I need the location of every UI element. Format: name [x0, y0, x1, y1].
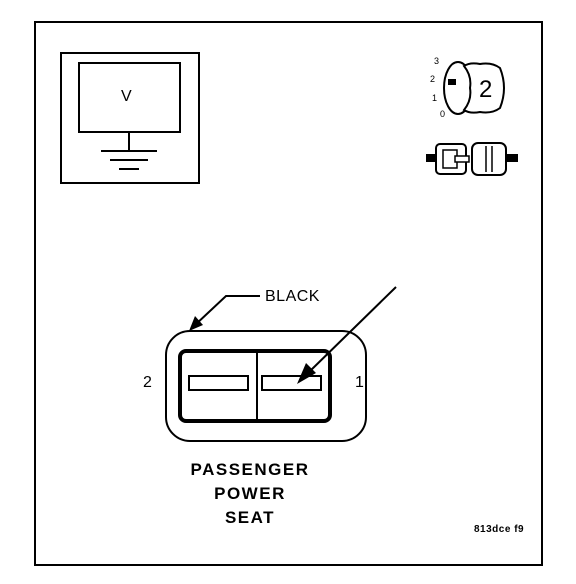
- terminal-label-right: 1: [355, 374, 364, 391]
- connector-number: 2: [479, 76, 493, 103]
- figure-id: 813dce f9: [474, 524, 525, 535]
- probe-arrow: [297, 286, 397, 384]
- title-line-2: POWER: [214, 484, 286, 503]
- title-line-1: PASSENGER: [190, 460, 310, 479]
- connector-body: [165, 330, 367, 442]
- title-line-3: SEAT: [224, 508, 276, 527]
- voltmeter-icon: [60, 52, 200, 184]
- terminal-label-left: 2: [143, 374, 152, 391]
- connector-pin-label: 2: [430, 74, 436, 84]
- color-leader-line: [189, 295, 260, 331]
- diagram-border: [34, 21, 543, 566]
- cavity-1: [261, 375, 322, 391]
- connector-pin-label: 0: [440, 109, 446, 119]
- component-title: PASSENGER POWER SEAT: [175, 458, 325, 530]
- connector-color-label: BLACK: [265, 288, 320, 305]
- connector-pin-label: 3: [434, 56, 440, 66]
- cavity-2: [188, 375, 249, 391]
- meter-label: V: [121, 88, 132, 105]
- connector-pin-label: 1: [432, 93, 438, 103]
- connector-side-icon: [426, 142, 518, 176]
- connector-face-icon: [443, 61, 505, 115]
